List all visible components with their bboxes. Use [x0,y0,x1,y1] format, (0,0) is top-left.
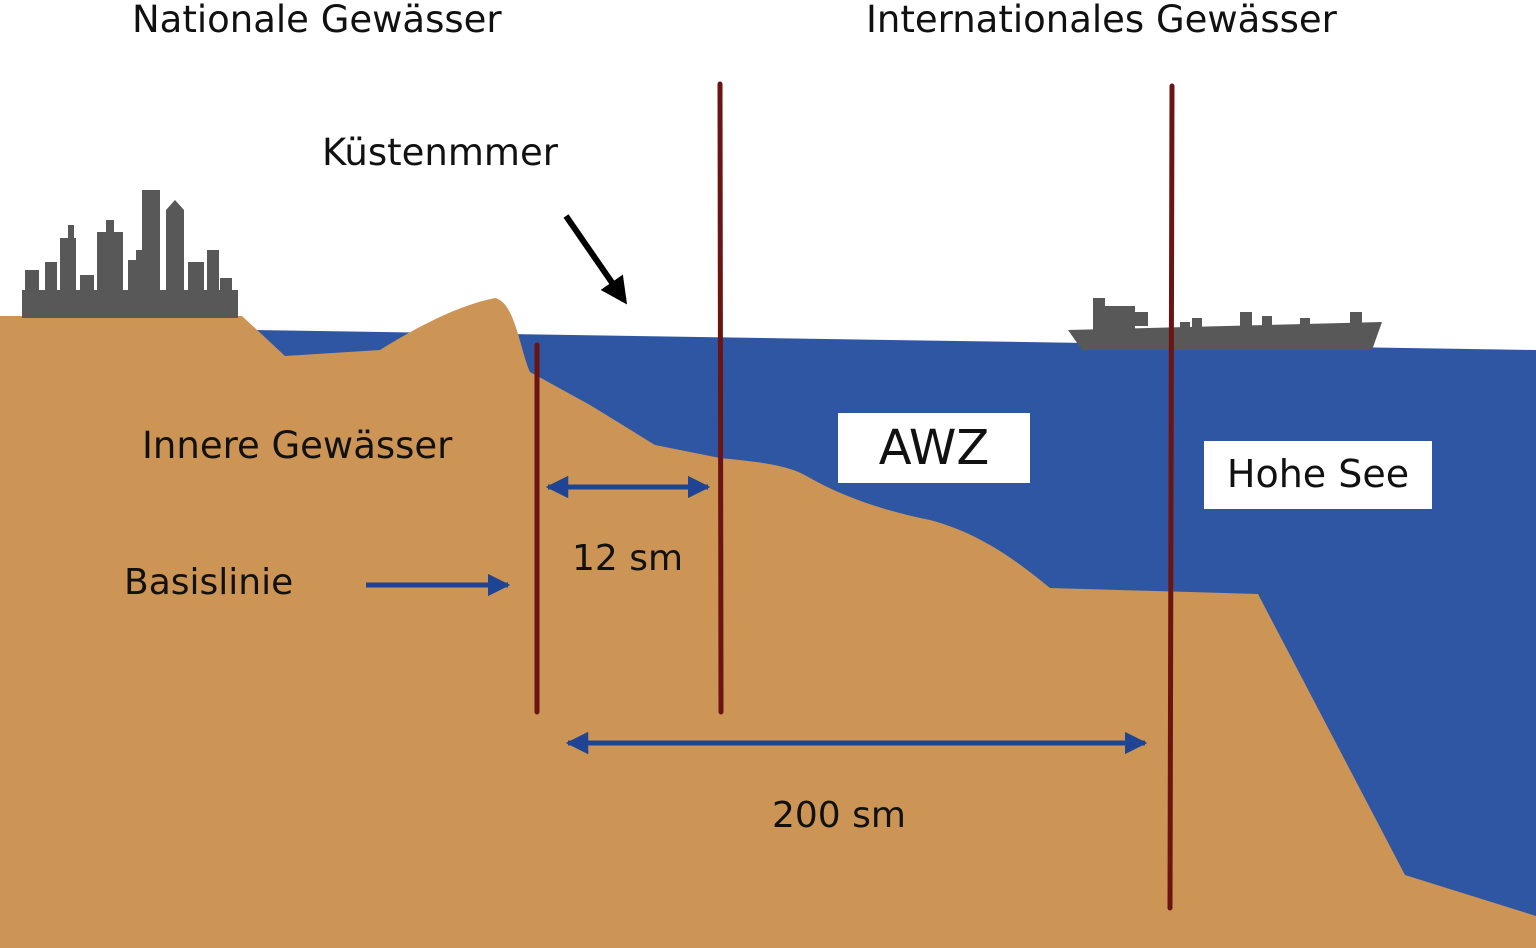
eez-label-box [838,413,1030,483]
city-skyline-icon [22,190,238,318]
territorial-sea-boundary [717,81,724,715]
eez-label: AWZ [879,420,990,476]
heading-international-waters: Internationales Gewässer [866,0,1338,41]
eez-boundary [1167,83,1175,911]
high-seas-label-box [1204,441,1432,509]
territorial-sea-label: Küstenmmer [322,131,559,174]
territorial-distance-label: 12 sm [572,538,683,579]
high-seas-label: Hohe See [1227,452,1409,496]
eez-distance-label: 200 sm [772,795,906,836]
cargo-ship-icon [1068,298,1382,350]
territorial-sea-pointer-arrow [563,214,628,305]
baseline-label: Basislinie [124,562,293,603]
internal-waters-label: Innere Gewässer [142,424,453,467]
heading-national-waters: Nationale Gewässer [132,0,502,41]
land-seabed [0,298,1536,948]
